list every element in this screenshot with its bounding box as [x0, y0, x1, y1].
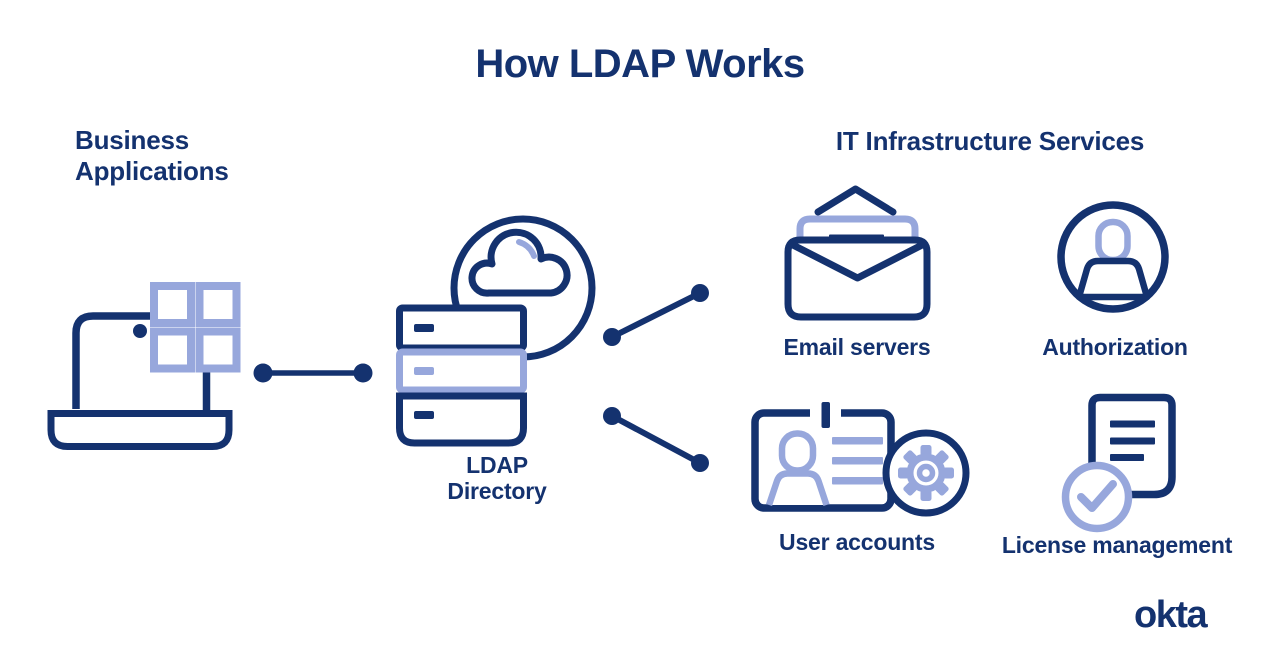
- user-accounts-label: User accounts: [779, 529, 935, 555]
- cloud-accent-arc: [516, 239, 537, 259]
- laptop-lid: [72, 312, 150, 409]
- connector-endpoint-dot: [691, 454, 709, 472]
- cloud-icon: [468, 228, 571, 297]
- server-slab-middle: [396, 348, 527, 394]
- connector-endpoint-dot: [603, 407, 621, 425]
- email-servers-label: Email servers: [783, 334, 931, 360]
- document-text-line: [1110, 437, 1155, 445]
- id-card-with-gear-icon: [751, 402, 970, 517]
- authorization-label: Authorization: [1042, 334, 1188, 360]
- card-person-shoulders: [765, 470, 830, 507]
- card-text-line: [832, 477, 883, 485]
- checkmark-icon: [1077, 480, 1117, 512]
- server-stack: [396, 304, 527, 447]
- app-grid-square: [150, 282, 195, 327]
- page-title: How LDAP Works: [475, 42, 805, 86]
- gear-icon: [898, 445, 954, 501]
- server-slab-top-led: [414, 324, 434, 332]
- envelope-flap: [814, 185, 897, 216]
- server-slab-bottom-led: [414, 411, 434, 419]
- server-slab-middle-led: [414, 367, 434, 375]
- person-in-circle-icon: [1057, 201, 1169, 313]
- connector-endpoint-dot: [353, 363, 373, 383]
- app-grid-square: [150, 327, 195, 373]
- envelope-fold-lines: [787, 240, 928, 282]
- connector-line: [610, 413, 702, 466]
- ldap-directory-label: LDAP Directory: [447, 452, 547, 505]
- connector-laptop-to-ldap: [253, 363, 373, 383]
- server-slab-top: [396, 304, 527, 352]
- document-with-checkmark-icon: [1061, 393, 1176, 533]
- card-text-line: [832, 437, 883, 445]
- document-text-line: [1110, 420, 1155, 428]
- connector-ldap-to-users: [603, 407, 709, 472]
- person-shoulders: [1075, 257, 1151, 301]
- app-grid-square: [195, 327, 241, 373]
- gear-body-ring: [906, 453, 946, 493]
- connector-line: [610, 290, 702, 340]
- gear-teeth: [898, 445, 954, 501]
- license-management-label: License management: [1001, 532, 1233, 558]
- app-grid-square: [195, 282, 241, 327]
- server-slab-bottom: [396, 392, 527, 447]
- it-infrastructure-services-label: IT Infrastructure Services: [835, 126, 1145, 156]
- document-text-line: [1110, 454, 1144, 461]
- id-card-clip-tab: [821, 402, 830, 428]
- person-head: [1095, 218, 1131, 264]
- open-envelope-icon: [784, 185, 931, 321]
- connector-endpoint-dot: [603, 328, 621, 346]
- app-grid-icon: [150, 282, 241, 373]
- card-person-head: [778, 430, 817, 474]
- connector-ldap-to-email: [603, 284, 709, 346]
- connector-endpoint-dot: [253, 363, 273, 383]
- card-text-line: [832, 457, 883, 465]
- server-stack-with-cloud-icon: [396, 215, 596, 447]
- okta-logo: okta: [1134, 594, 1208, 636]
- laptop-with-app-grid-icon: [47, 282, 241, 450]
- connector-endpoint-dot: [691, 284, 709, 302]
- gear-circle: [882, 429, 970, 517]
- gear-hub-hole: [916, 463, 936, 483]
- laptop-screen-dot: [133, 324, 147, 338]
- letter-text-dash: [829, 234, 884, 244]
- business-applications-label: Business Applications: [75, 125, 229, 186]
- laptop-base: [47, 410, 233, 450]
